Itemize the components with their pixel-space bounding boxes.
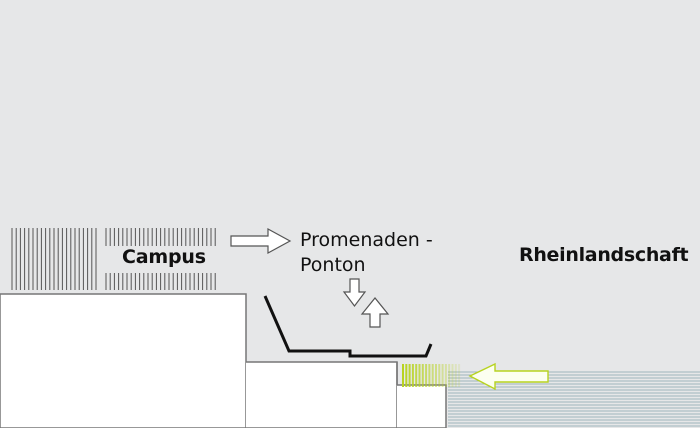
promenaden-label-line2: Ponton bbox=[300, 254, 366, 276]
campus-hatch-pattern bbox=[11, 228, 216, 290]
step-block bbox=[397, 384, 447, 428]
river-water-lines bbox=[448, 371, 700, 427]
campus-building-block bbox=[0, 293, 247, 428]
green-accent-block bbox=[402, 364, 461, 387]
rheinlandschaft-label: Rheinlandschaft bbox=[519, 244, 689, 266]
ponton-outline bbox=[263, 295, 433, 358]
arrow-left-green-icon bbox=[468, 362, 549, 391]
campus-label: Campus bbox=[122, 246, 206, 268]
arrow-down-icon bbox=[342, 278, 367, 307]
lower-building-block bbox=[246, 361, 398, 428]
arrow-up-icon bbox=[360, 297, 390, 328]
arrow-right-icon bbox=[230, 227, 292, 255]
promenaden-label-line1: Promenaden - bbox=[300, 229, 433, 251]
